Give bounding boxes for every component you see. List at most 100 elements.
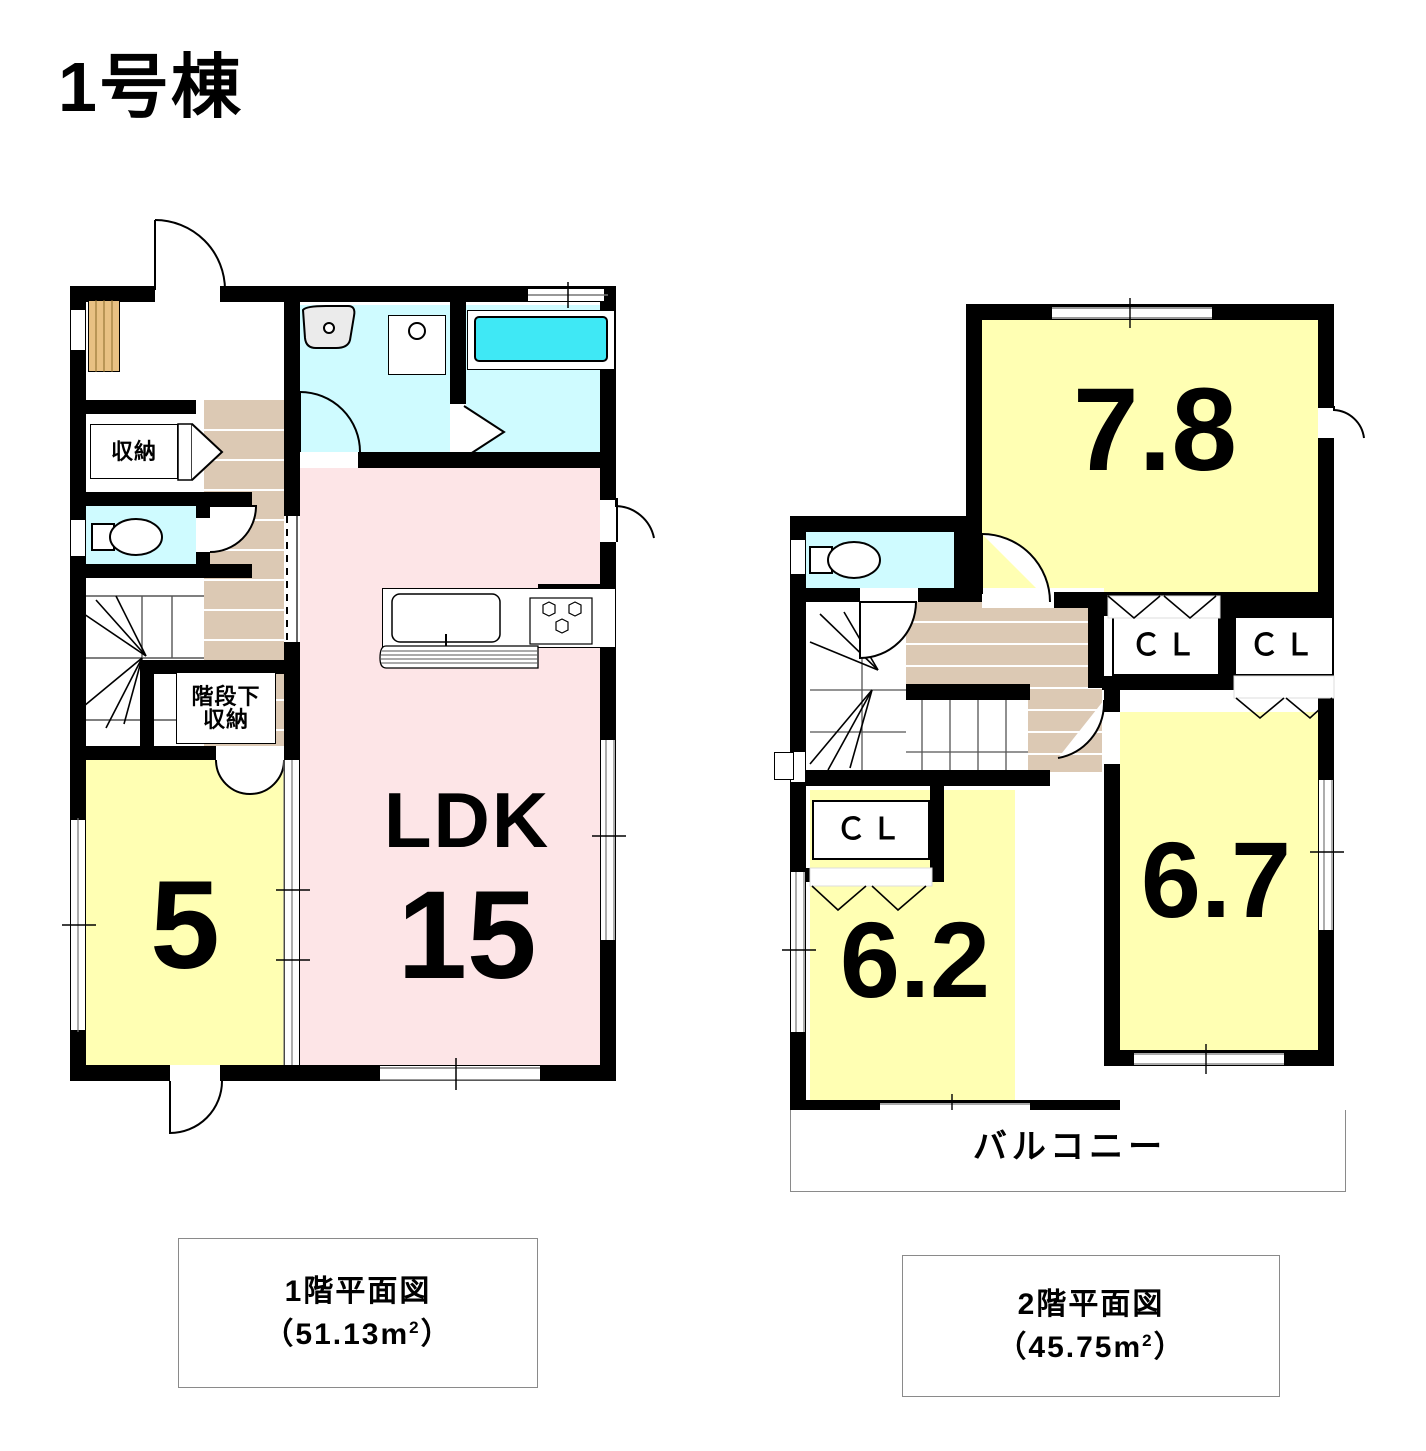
floor2-caption-name: 2階平面図	[1017, 1287, 1165, 1321]
floor2-caption-area-close: ）	[1153, 1331, 1186, 1364]
interior-wall-storage-bottom	[86, 492, 252, 506]
interior-wall-cl1-bottom	[1102, 676, 1220, 690]
floor2-plan: ＣＬ ＣＬ ＣＬ	[720, 0, 1426, 1397]
interior-wall-toilet2-east	[954, 516, 970, 602]
interior-wall-understair-west	[140, 660, 154, 760]
interior-wall-ldk-north	[284, 452, 616, 468]
floor2-caption-area: （45.75m2）	[996, 1326, 1185, 1370]
ldk-area-value: 15	[397, 865, 537, 1005]
interior-wall-stair-east2	[284, 640, 300, 760]
window-toilet-west	[70, 520, 86, 556]
window-toilet2-west	[790, 540, 806, 574]
window-room67-east-sash-icon	[1310, 780, 1344, 930]
interior-wall-67-west	[1104, 690, 1120, 1066]
ldk-label: LDK	[372, 775, 562, 865]
closet-3-label: ＣＬ	[836, 813, 906, 847]
interior-wall-toilet-east2	[196, 550, 210, 578]
interior-wall-washroom-bath	[450, 286, 466, 404]
window-bathroom-sash-icon	[528, 282, 608, 308]
storage-label-box: 収納	[90, 424, 178, 479]
interior-wall-stairwell	[906, 684, 1030, 700]
room62-area-value: 6.2	[839, 899, 991, 1020]
room78-area-value: 7.8	[1072, 364, 1238, 496]
exterior-wall-east	[600, 286, 616, 1081]
toilet2-door-opening	[860, 588, 918, 602]
room78-door-opening	[982, 592, 1054, 608]
sliding-partition-sash-icon	[276, 760, 310, 1065]
washing-machine-drain-icon	[408, 322, 426, 340]
closet-3-folding-doors-icon	[809, 867, 933, 912]
ldk-area-label: 15	[372, 870, 562, 1000]
floor1-caption-area-sup: 2	[409, 1318, 421, 1337]
closet-2-box: ＣＬ	[1234, 616, 1334, 676]
interior-wall-stair-east-floor2	[1088, 602, 1104, 688]
floor1-caption: 1階平面図 （51.13m2）	[178, 1238, 538, 1388]
closet-1-label: ＣＬ	[1131, 629, 1201, 663]
room78-east-door-swing-icon	[1333, 406, 1365, 439]
interior-wall-understair-top	[140, 660, 284, 674]
window-room78-north-sash-icon	[1052, 298, 1212, 328]
window-ldk-east-sash-icon	[592, 740, 626, 940]
closet-2-folding-doors-icon	[1233, 675, 1335, 720]
bathtub-basin	[474, 316, 608, 362]
interior-wall-78-west	[966, 304, 982, 592]
room5-area-label: 5	[110, 860, 260, 990]
interior-wall-stair-east	[284, 458, 300, 518]
toilet-icon-floor2	[809, 541, 881, 579]
room-78-floor	[980, 318, 1320, 608]
room78-door-swing-icon	[981, 533, 1051, 603]
toilet2-door-swing-icon	[859, 601, 918, 660]
window-room5-west-sash-icon	[62, 818, 96, 1032]
room67-area-label: 6.7	[1116, 820, 1316, 940]
interior-wall-hall-south	[790, 770, 1050, 786]
window-room67-south	[1134, 1052, 1284, 1066]
ldk-label-text: LDK	[383, 776, 551, 864]
window-room67-south-sash-icon	[1134, 1044, 1284, 1074]
interior-wall-entrance-east	[284, 286, 300, 458]
toilet-door-swing-icon	[209, 505, 258, 553]
understair-storage-label-line2: 収納	[202, 707, 249, 732]
room67-area-value: 6.7	[1140, 819, 1292, 940]
entrance-door-swing-icon	[154, 219, 226, 291]
floor1-plan: 収納 階段下 収納	[0, 0, 700, 1388]
room-67-floor	[1120, 712, 1320, 1057]
window-entrance-west	[70, 310, 86, 350]
understair-storage-label-box: 階段下 収納	[176, 672, 276, 744]
ldk-floor	[300, 467, 615, 1067]
balcony-label-text: バルコニー	[972, 1128, 1168, 1167]
shoe-cabinet-lines	[95, 300, 113, 372]
interior-wall-storage-top	[86, 400, 196, 414]
window-room62-west-sash-icon	[782, 872, 816, 1032]
room67-door-swing-icon	[1057, 700, 1105, 759]
bath-door-opening	[450, 404, 466, 460]
washbasin-icon	[301, 305, 356, 349]
floor1-caption-area-close: ）	[420, 1318, 453, 1351]
understair-door-opening	[216, 746, 284, 760]
floor1-caption-area-value: （51.13m	[263, 1318, 410, 1351]
ldk-east-door-opening	[600, 500, 616, 542]
room67-door-opening	[1104, 712, 1120, 764]
kitchen-sink-icon	[391, 593, 501, 654]
room78-area-label: 7.8	[1050, 365, 1260, 495]
closet-1-box: ＣＬ	[1112, 616, 1220, 676]
floor1-caption-area: （51.13m2）	[263, 1313, 452, 1357]
interior-wall-toilet-east	[196, 506, 210, 520]
interior-wall-cl-divider	[1220, 602, 1234, 690]
kitchen-counter-front-lines	[379, 645, 539, 669]
page-title: 1号棟	[58, 48, 243, 126]
understair-door-swing-icon	[215, 759, 285, 796]
entrance-door-opening	[155, 286, 220, 302]
closet-2-label: ＣＬ	[1249, 629, 1319, 663]
balcony-label: バルコニー	[900, 1122, 1240, 1174]
ldk-sliding-door-icon	[284, 516, 300, 642]
storage-label: 収納	[110, 438, 157, 464]
window-ldk-east	[600, 740, 616, 940]
understair-storage-label-line1: 階段下	[191, 683, 261, 709]
interior-wall-toilet-bottom	[86, 564, 252, 578]
bath-folding-door-icon	[463, 405, 506, 459]
stair-treads-floor2-upper	[906, 600, 1102, 684]
interior-wall-cl3-east	[930, 786, 944, 882]
window-ldk-south-sash-icon	[380, 1058, 540, 1090]
ldk-east-door-swing-icon	[615, 498, 655, 542]
stair-opening-west	[774, 752, 794, 780]
